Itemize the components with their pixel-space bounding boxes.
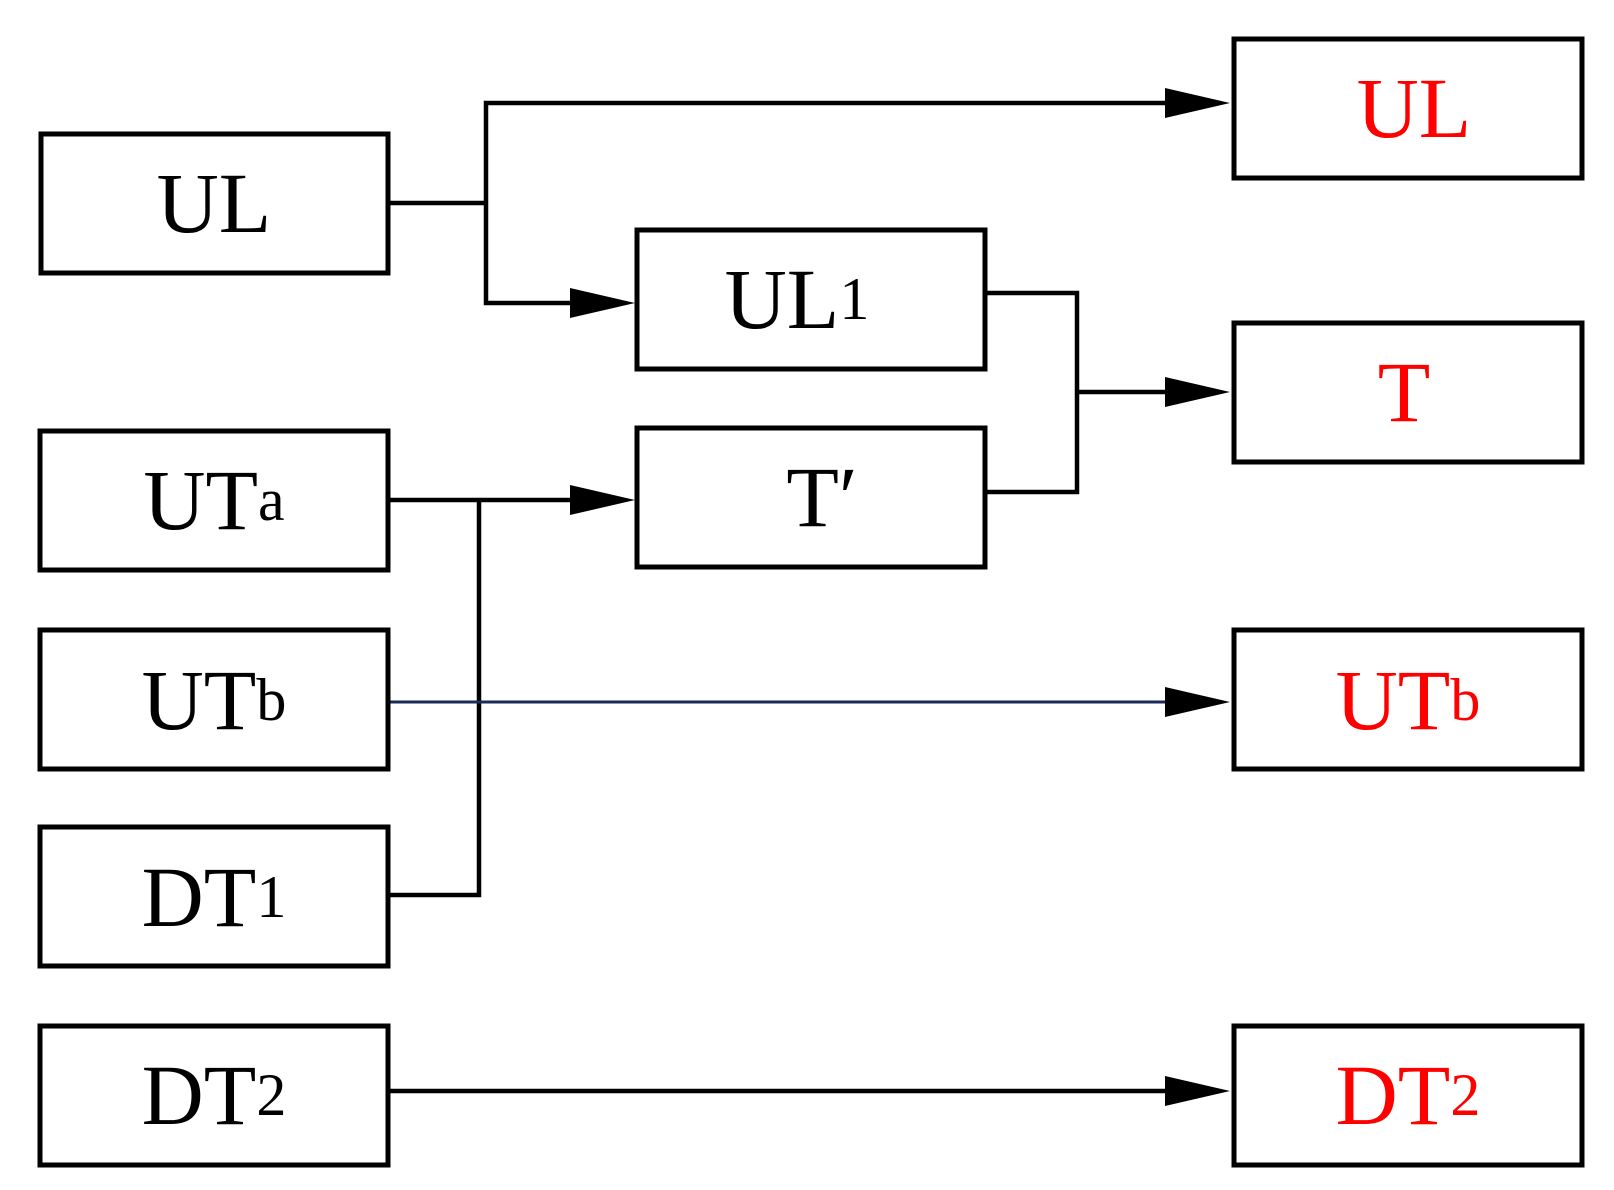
arrow-head-utb-output <box>1165 687 1230 717</box>
node-label: DT2 <box>142 1047 287 1143</box>
output-node-ul: UL <box>1231 36 1585 181</box>
node-label: UTa <box>143 452 284 548</box>
arrow-head-t-output <box>1165 377 1230 407</box>
arrow-head-tprime <box>570 485 635 515</box>
connectors <box>388 88 1230 1106</box>
node-label: DT2 <box>1336 1047 1481 1143</box>
middle-node-t-prime: T′ <box>634 425 988 570</box>
node-label: UTb <box>1336 652 1481 748</box>
source-node-ul: UL <box>38 131 391 276</box>
source-node-dt2: DT2 <box>37 1023 391 1168</box>
arrow-head-dt2-output <box>1165 1076 1230 1106</box>
output-node-dt2: DT2 <box>1231 1023 1585 1168</box>
node-label: UTb <box>142 652 287 748</box>
source-node-uta: UTa <box>37 428 391 573</box>
edge-ul-to-ul1 <box>483 203 580 306</box>
source-node-utb: UTb <box>37 627 391 772</box>
middle-node-ul1: UL1 <box>634 227 988 372</box>
output-node-utb: UTb <box>1231 627 1585 772</box>
node-label: UL <box>1357 60 1472 156</box>
node-label: DT1 <box>142 849 287 945</box>
edge-dt1-to-tprime <box>388 500 482 898</box>
source-node-dt1: DT1 <box>37 824 391 969</box>
node-label: T <box>1378 344 1431 440</box>
output-node-t: T <box>1231 320 1585 465</box>
node-label: UL1 <box>725 251 870 347</box>
node-label: T′ <box>786 449 857 545</box>
arrow-head-ul-output <box>1165 88 1230 118</box>
arrow-head-ul1 <box>570 288 635 318</box>
edge-ul-to-ul-output <box>483 100 1175 203</box>
edge-ul1-to-t <box>985 290 1080 495</box>
node-label: UL <box>157 155 272 251</box>
